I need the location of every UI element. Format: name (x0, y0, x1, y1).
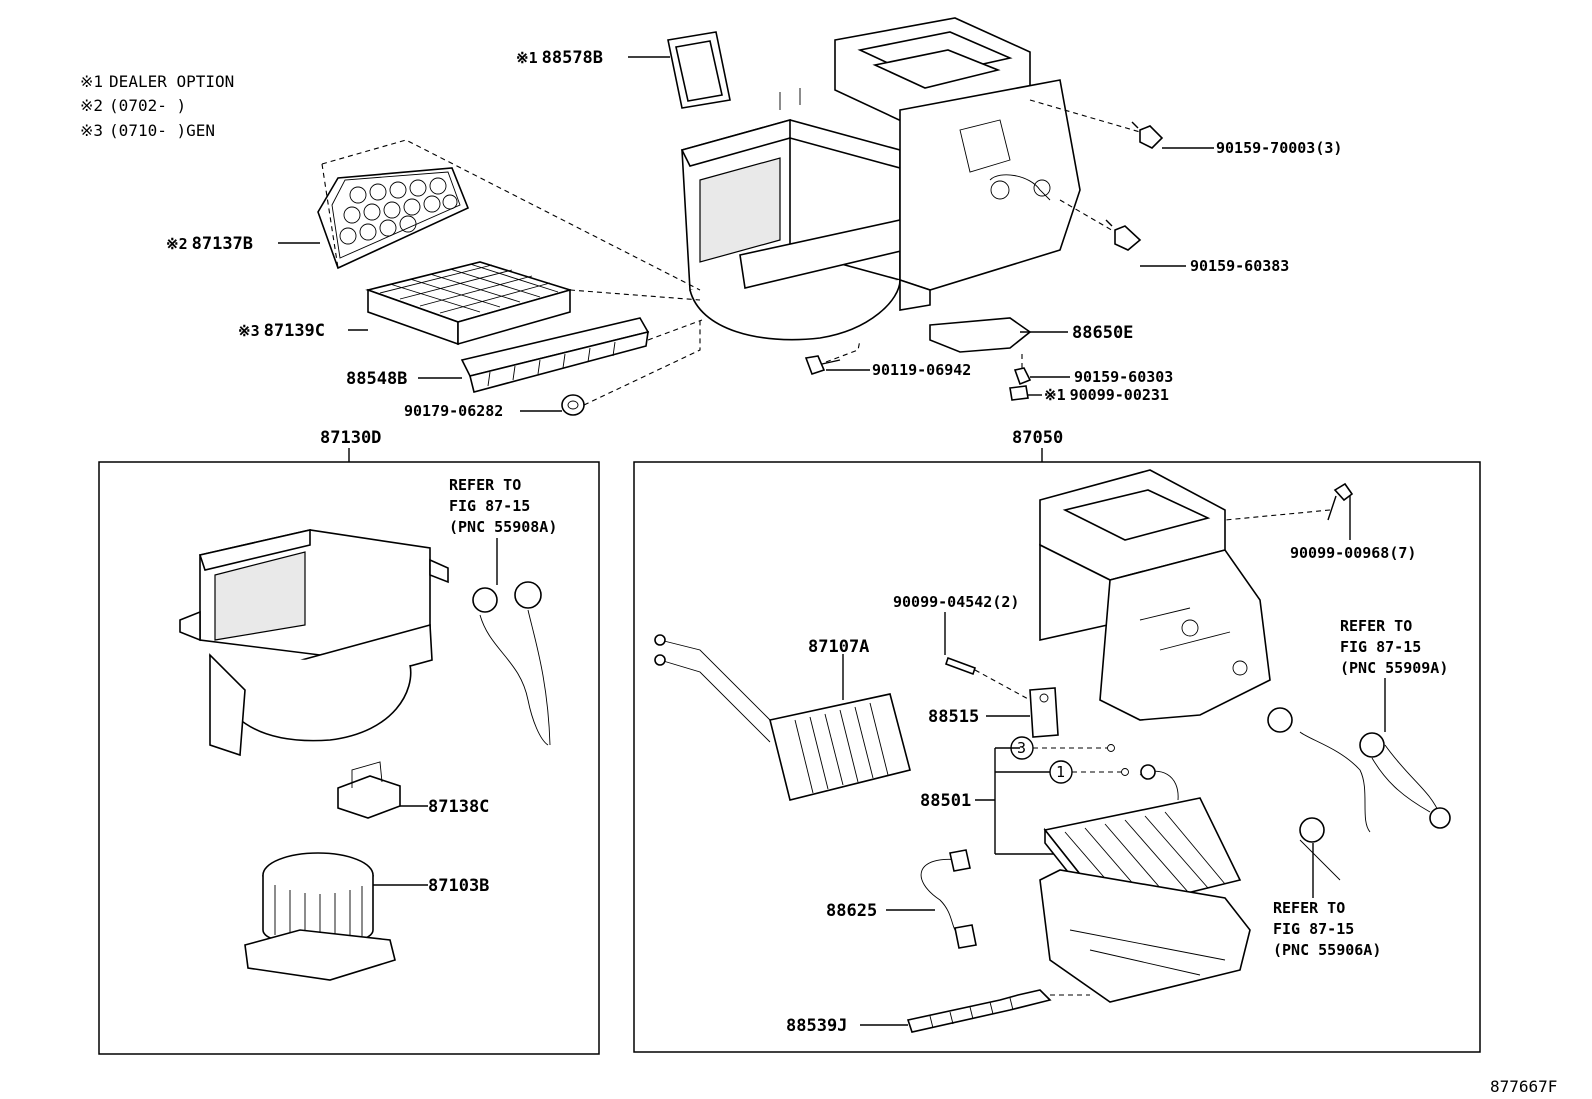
notes-legend: ※1 DEALER OPTION ※2 (0702- ) ※3 (0710- )GEN (80, 72, 234, 140)
part-label-87138c: 87138C (428, 797, 489, 817)
assembly-dashed-lines (321, 99, 1141, 406)
filter-cover-87137b-drawing (317, 167, 470, 270)
heater-core-87107a-drawing: 87107A (654, 634, 911, 801)
svg-text:※2(0702- ): ※2 (0702- ) (80, 96, 186, 115)
note-mark: ※2 (80, 96, 103, 115)
screw-90099-04542: 90099-04542(2) (893, 593, 1031, 701)
part-label-90099-00231: 90099-00231 (1070, 386, 1169, 404)
part-label-90099-04542: 90099-04542(2) (893, 593, 1019, 611)
note-mark: ※1 (80, 72, 103, 91)
refer-to-line: REFER TO (1340, 617, 1412, 635)
screw-90159-60383 (1105, 219, 1142, 251)
refer-fig-line: FIG 87-15 (1273, 920, 1354, 938)
connector-88650e-drawing (929, 317, 1032, 353)
note-mark: ※3 (80, 121, 103, 140)
callout-3: 3 (1010, 736, 1115, 760)
evaporator-case-drawing (1039, 869, 1251, 1003)
refer-to-line: REFER TO (1273, 899, 1345, 917)
filter-87139c-drawing (365, 261, 573, 346)
heater-assembly-87050: 87050 90099-00968(7) (633, 428, 1481, 1053)
note-text: DEALER OPTION (109, 72, 234, 91)
refer-fig-line: FIG 87-15 (449, 497, 530, 515)
part-label-90179-06282: 90179-06282 (404, 402, 503, 420)
callout-number: 1 (1056, 763, 1065, 781)
note-text: (0702- ) (109, 96, 186, 115)
refer-note-right-bottom: REFER TO FIG 87-15 (PNC 55906A) (1273, 843, 1381, 959)
main-unit-drawing (680, 17, 1081, 341)
refer-pnc-line: (PNC 55909A) (1340, 659, 1448, 677)
screw-90159-60303 (1013, 367, 1032, 386)
screw-drawings (804, 121, 1164, 401)
dealer-option-mark: ※1 (1044, 386, 1066, 404)
part-label-88515: 88515 (928, 707, 979, 727)
blower-assembly-87130d: 87130D REFER TO FIG 87-15 (PNC 55908A) (98, 428, 600, 1055)
refer-to-line: REFER TO (449, 476, 521, 494)
part-label-87139c: 87139C (264, 321, 325, 341)
group-box-87050 (633, 461, 1481, 1053)
part-label-88501: 88501 (920, 791, 971, 811)
refer-note-left: REFER TO FIG 87-15 (PNC 55908A) (449, 476, 557, 585)
heater-case-drawing (1039, 469, 1271, 721)
note3-mark: ※3 (238, 322, 260, 340)
sensor-88625-drawing: 88625 (826, 849, 977, 949)
part-label-88625: 88625 (826, 901, 877, 921)
group-box-87130d (98, 461, 600, 1055)
expansion-valve-88515-drawing: 88515 (928, 687, 1059, 738)
resistor-87138c-drawing: 87138C (337, 761, 489, 819)
servo-motor-drawing (472, 581, 551, 746)
part-label-88650e: 88650E (1072, 323, 1133, 343)
part-label-87137b: 87137B (192, 234, 253, 254)
part-label-90159-60303: 90159-60303 (1074, 368, 1173, 386)
screw-90099-00231 (1009, 385, 1029, 401)
screw-90099-00968: 90099-00968(7) (1224, 482, 1416, 562)
part-label-87103b: 87103B (428, 876, 489, 896)
note2-mark: ※2 (166, 235, 188, 253)
servo-right-top-drawing (1267, 707, 1451, 833)
screw-90119-06942 (804, 355, 841, 376)
nut-90179-06282-drawing (561, 394, 585, 416)
refer-note-right-top: REFER TO FIG 87-15 (PNC 55909A) (1340, 617, 1448, 732)
part-label-87107a: 87107A (808, 637, 869, 657)
figure-id: 877667F (1490, 1077, 1557, 1096)
part-label-87130d: 87130D (320, 428, 381, 448)
part-label-90119-06942: 90119-06942 (872, 361, 971, 379)
part-label-88539j: 88539J (786, 1016, 847, 1036)
tray-88548b-drawing (460, 317, 650, 393)
note-text: (0710- )GEN (109, 121, 215, 140)
blower-case-drawing (179, 528, 449, 757)
drain-hose-88539j-drawing: 88539J (786, 989, 1090, 1036)
part-label-90159-60383: 90159-60383 (1190, 257, 1289, 275)
dealer-option-mark: ※1 (516, 49, 538, 67)
refer-fig-line: FIG 87-15 (1340, 638, 1421, 656)
screw-90159-70003 (1131, 121, 1164, 149)
top-assembly (317, 17, 1164, 416)
part-label-88578b: 88578B (542, 48, 603, 68)
callout-1: 1 (1049, 760, 1129, 784)
part-label-87050: 87050 (1012, 428, 1063, 448)
part-label-90099-00968: 90099-00968(7) (1290, 544, 1416, 562)
refer-pnc-line: (PNC 55908A) (449, 518, 557, 536)
blower-motor-87103b-drawing: 87103B (244, 852, 489, 981)
callout-number: 3 (1017, 739, 1026, 757)
refer-pnc-line: (PNC 55906A) (1273, 941, 1381, 959)
svg-text:※3(0710- )GEN: ※3 (0710- )GEN (80, 121, 215, 140)
part-label-90159-70003: 90159-70003(3) (1216, 139, 1342, 157)
gasket-88578b-drawing (667, 31, 731, 109)
part-label-88548b: 88548B (346, 369, 407, 389)
servo-right-bottom-drawing (1299, 817, 1341, 881)
